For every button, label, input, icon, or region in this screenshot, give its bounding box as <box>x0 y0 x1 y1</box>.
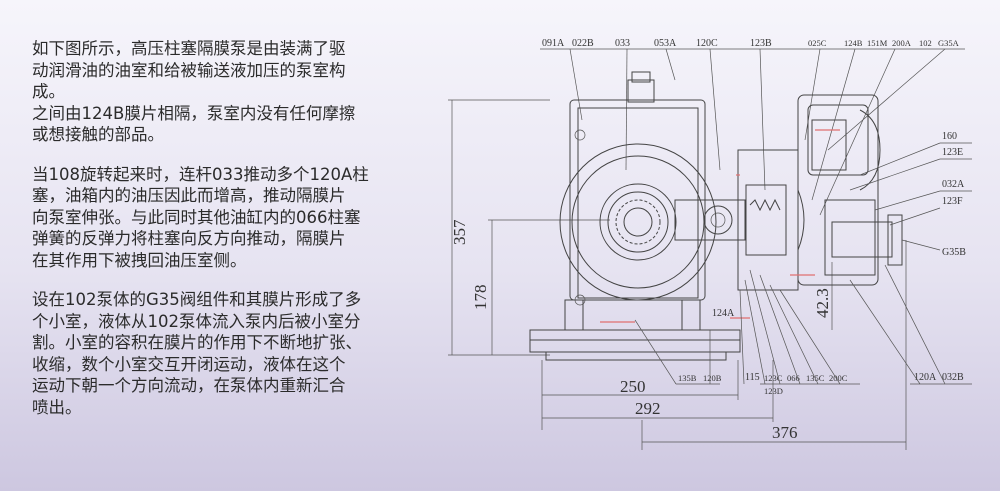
text-line: 成。 <box>32 82 65 101</box>
part-label: G35A <box>938 38 960 48</box>
paragraph-structure: 如下图所示，高压柱塞隔膜泵是由装满了驱 动润滑油的油室和给被输送液加压的泵室构 … <box>32 38 417 146</box>
text-line: 如下图所示，高压柱塞隔膜泵是由装满了驱 <box>32 39 346 58</box>
part-label: 123C <box>764 373 783 383</box>
dimension-292: 292 <box>635 399 661 418</box>
part-label: 025C <box>808 38 827 48</box>
part-label: 120A <box>914 372 937 383</box>
text-line: 向泵室伸张。与此同时其他油缸内的066柱塞 <box>32 207 361 227</box>
text-line: 设在102泵体的G35阀组件和其膜片形成了多 <box>32 290 362 309</box>
right-labels: 160 123E 032A 123F G35B <box>849 131 972 258</box>
part-label: 151M <box>867 38 888 48</box>
top-labels: 091A 022B 033 053A 120C 123B 025C 124B 1… <box>540 38 965 216</box>
text-line: 动润滑油的油室和给被输送液加压的泵室构 <box>32 60 346 80</box>
part-label: 115 <box>745 372 760 383</box>
pump-body <box>529 71 903 361</box>
description-text: 如下图所示，高压柱塞隔膜泵是由装满了驱 动润滑油的油室和给被输送液加压的泵室构 … <box>32 38 417 436</box>
bottom-labels: 124A 135B 120B 115 123C 066 135C 200C 12… <box>634 264 972 396</box>
part-label: 135B <box>678 373 697 383</box>
paragraph-valve: 设在102泵体的G35阀组件和其膜片形成了多 个小室，液体从102泵体流入泵内后… <box>32 289 417 418</box>
part-label: 124B <box>844 38 863 48</box>
part-label: 200A <box>892 38 912 48</box>
part-label: G35B <box>942 247 966 258</box>
part-label: 123F <box>942 196 963 207</box>
dimension-250: 250 <box>620 377 646 396</box>
part-label: 033 <box>615 38 630 49</box>
dimension-178: 178 <box>471 285 490 311</box>
dimension-376: 376 <box>772 423 798 442</box>
part-label: 200C <box>829 373 848 383</box>
part-label: 123E <box>942 147 963 158</box>
dimension-annotations: 357 178 42.3 250 292 376 <box>448 99 907 450</box>
text-line: 弹簧的反弹力将柱塞向反方向推动，隔膜片 <box>32 229 346 248</box>
text-line: 塞，油箱内的油压因此而增高，推动隔膜片 <box>32 186 346 205</box>
part-label: 032B <box>942 372 964 383</box>
dimension-42-3: 42.3 <box>813 288 832 318</box>
part-label: 032A <box>942 179 965 190</box>
part-label: 160 <box>942 131 957 142</box>
part-label: 022B <box>572 38 594 49</box>
dimension-357: 357 <box>450 219 469 245</box>
text-line: 喷出。 <box>32 397 82 417</box>
part-label: 102 <box>919 38 932 48</box>
part-label: 091A <box>542 38 565 49</box>
text-line: 割。小室的容积在膜片的作用下不断地扩张、 <box>32 333 362 352</box>
text-line: 之间由124B膜片相隔，泵室内没有任何摩擦 <box>32 103 356 123</box>
text-line: 当108旋转起来时，连杆033推动多个120A柱 <box>32 164 369 184</box>
text-line: 个小室，液体从102泵体流入泵内后被小室分 <box>32 311 361 331</box>
text-line: 或想接触的部品。 <box>32 125 164 144</box>
text-line: 收缩，数个小室交互开闭运动，液体在这个 <box>32 354 346 374</box>
part-label: 123D <box>764 386 783 396</box>
part-label: 053A <box>654 38 677 49</box>
part-label: 120C <box>696 38 718 49</box>
text-line: 运动下朝一个方向流动，在泵体内重新汇合 <box>32 376 346 395</box>
part-label: 123B <box>750 38 772 49</box>
text-line: 在其作用下被拽回油压室侧。 <box>32 250 247 270</box>
paragraph-operation: 当108旋转起来时，连杆033推动多个120A柱 塞，油箱内的油压因此而增高，推… <box>32 164 417 272</box>
part-label: 066 <box>787 373 800 383</box>
pump-cross-section-drawing: 091A 022B 033 053A 120C 123B 025C 124B 1… <box>448 38 972 450</box>
part-label: 124A <box>712 308 735 319</box>
part-label: 120B <box>703 373 722 383</box>
